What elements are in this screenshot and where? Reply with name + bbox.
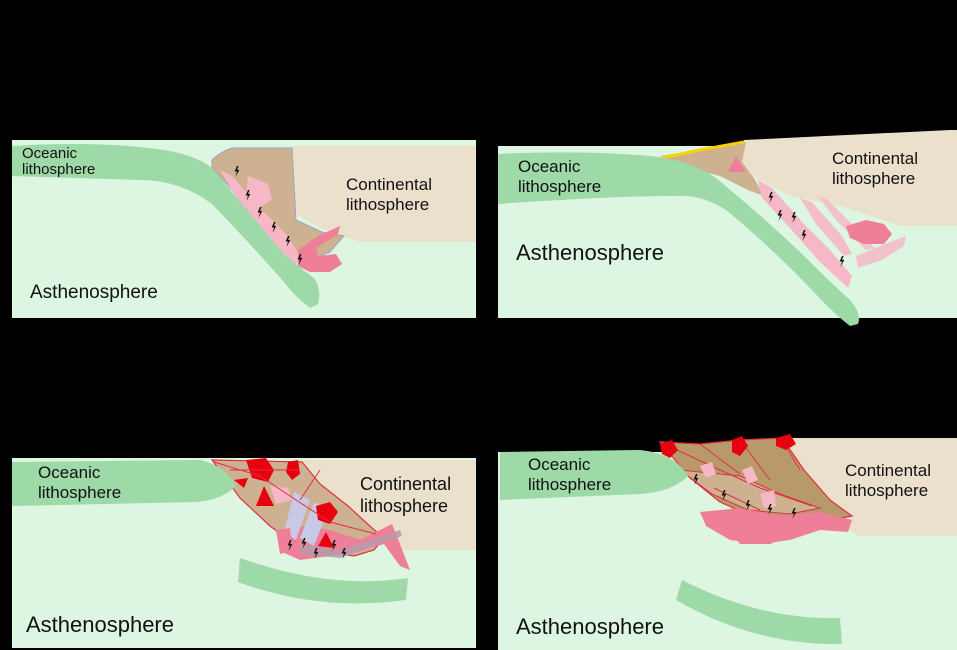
panel-1-continental-label: Continental lithosphere bbox=[346, 175, 437, 214]
panel-3-asthenosphere-label: Asthenosphere bbox=[26, 612, 174, 637]
panel-2-asthenosphere-label: Asthenosphere bbox=[516, 240, 664, 265]
panel-2-continental-label: Continental lithosphere bbox=[832, 149, 923, 188]
panel-2: Oceanic lithosphere Continental lithosph… bbox=[498, 130, 957, 326]
panel-4: Oceanic lithosphere Continental lithosph… bbox=[498, 434, 957, 650]
panel-1-asthenosphere-label: Asthenosphere bbox=[30, 282, 158, 303]
panel-1: Oceanic lithosphere Continental lithosph… bbox=[12, 140, 476, 318]
panel-4-continental-label: Continental lithosphere bbox=[845, 461, 936, 500]
panel-4-asthenosphere-label: Asthenosphere bbox=[516, 614, 664, 639]
panel-3: Oceanic lithosphere Continental lithosph… bbox=[12, 458, 476, 648]
